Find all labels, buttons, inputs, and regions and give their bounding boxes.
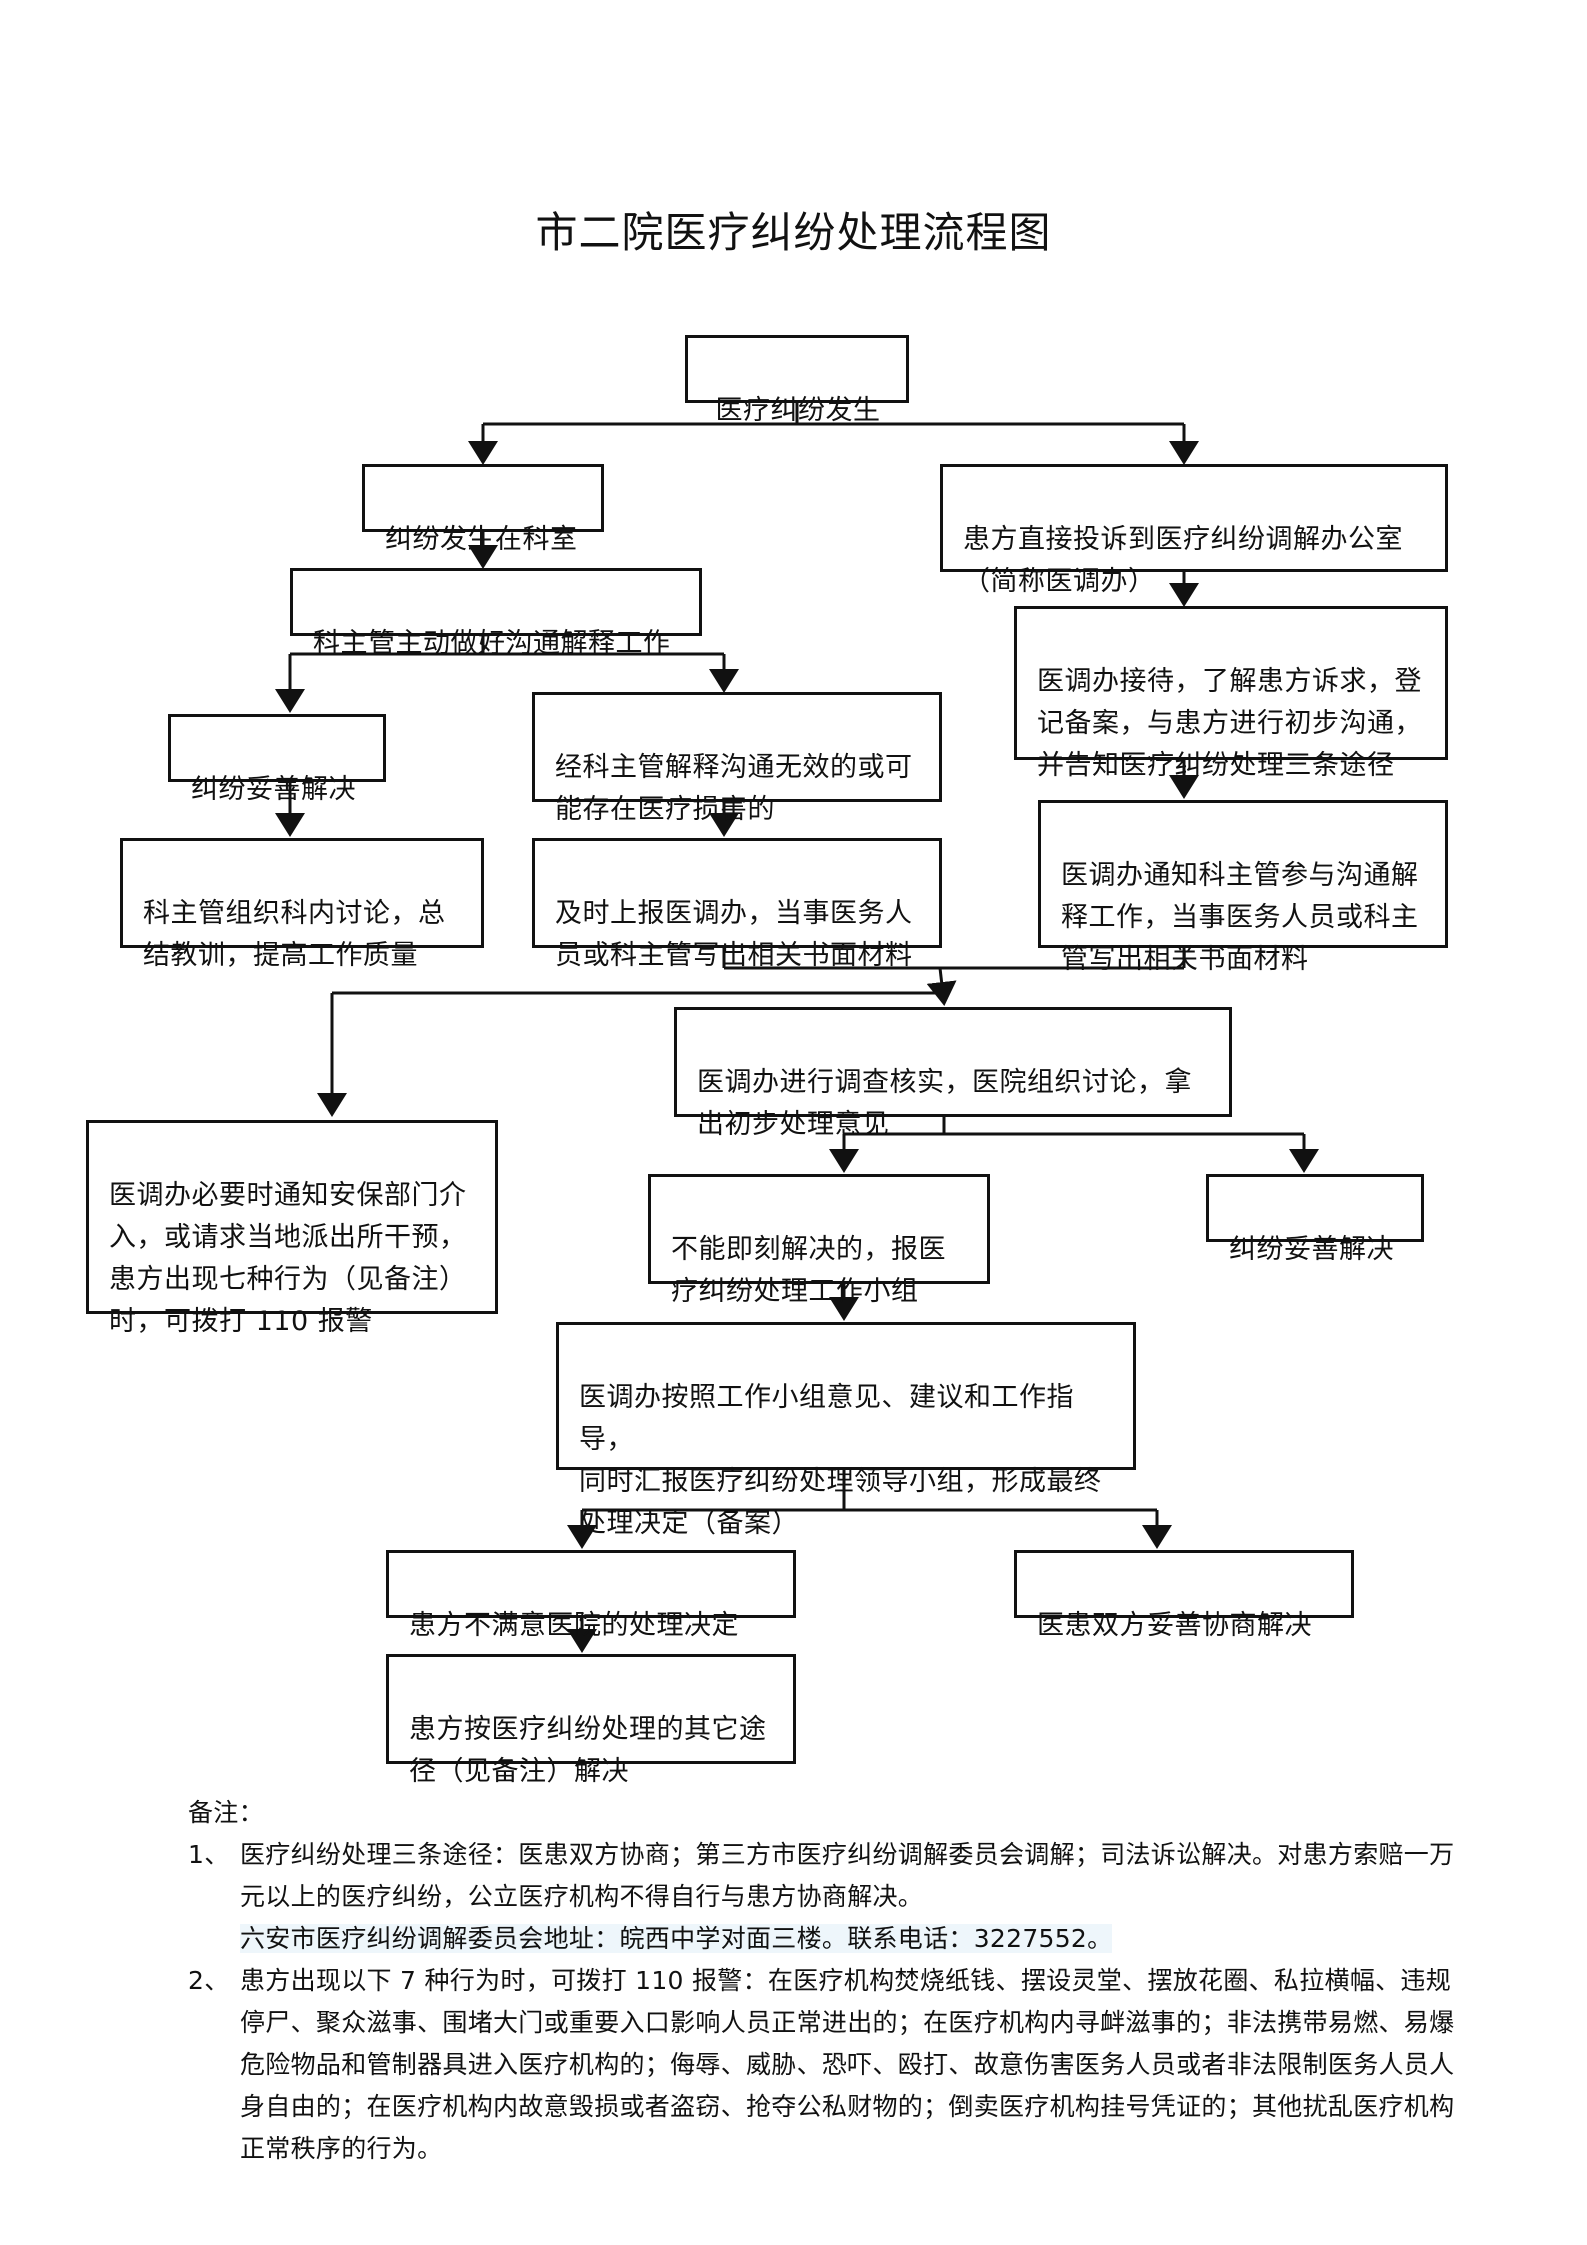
node-resolved-a-label: 纠纷妥善解决 <box>191 774 356 805</box>
node-final-decision: 医调办按照工作小组意见、建议和工作指导， 同时汇报医疗纠纷处理领导小组，形成最终… <box>556 1322 1136 1539</box>
node-resolved-a: 纠纷妥善解决 <box>168 714 386 805</box>
node-report-office: 及时上报医调办，当事医务人 员或科主管写出相关书面材料 <box>532 838 942 971</box>
node-office-notify-label: 医调办通知科主管参与沟通解 释工作，当事医务人员或科主 管写出相关书面材料 <box>1061 860 1419 975</box>
node-report-office-label: 及时上报医调办，当事医务人 员或科主管写出相关书面材料 <box>555 898 913 971</box>
node-report-group-label: 不能即刻解决的，报医 疗纠纷处理工作小组 <box>671 1234 946 1307</box>
note-text: 患方出现以下 7 种行为时，可拨打 110 报警：在医疗机构焚烧纸钱、摆设灵堂、… <box>240 1966 1455 2163</box>
node-start: 医疗纠纷发生 <box>685 335 909 426</box>
node-direct-complaint-label: 患方直接投诉到医疗纠纷调解办公室 （简称医调办） <box>963 524 1403 597</box>
node-office-reception-label: 医调办接待，了解患方诉求，登 记备案，与患方进行初步沟通， 并告知医疗纠纷处理三… <box>1037 666 1422 781</box>
notes-heading: 备注： <box>188 1798 264 1827</box>
node-investigate-label: 医调办进行调查核实，医院组织讨论，拿 出初步处理意见 <box>697 1067 1192 1140</box>
node-security: 医调办必要时通知安保部门介 入，或请求当地派出所干预， 患方出现七种行为（见备注… <box>86 1120 498 1337</box>
node-dept-communicate-label: 科主管主动做好沟通解释工作 <box>313 628 671 659</box>
node-final-decision-label: 医调办按照工作小组意见、建议和工作指导， 同时汇报医疗纠纷处理领导小组，形成最终… <box>579 1382 1102 1539</box>
node-direct-complaint: 患方直接投诉到医疗纠纷调解办公室 （简称医调办） <box>940 464 1448 597</box>
node-other-ways-label: 患方按医疗纠纷处理的其它途 径（见备注）解决 <box>409 1714 767 1787</box>
notes-section: 备注： 1、 医疗纠纷处理三条途径：医患双方协商；第三方市医疗纠纷调解委员会调解… <box>188 1792 1468 2170</box>
node-dept-communicate: 科主管主动做好沟通解释工作 <box>290 568 702 659</box>
note-text: 医疗纠纷处理三条途径：医患双方协商；第三方市医疗纠纷调解委员会调解；司法诉讼解决… <box>240 1840 1455 1911</box>
node-dept-discussion-label: 科主管组织科内讨论，总 结教训，提高工作质量 <box>143 898 446 971</box>
note-number: 2、 <box>188 1966 230 1995</box>
node-dissatisfied-label: 患方不满意医院的处理决定 <box>409 1610 739 1641</box>
node-negotiate-label: 医患双方妥善协商解决 <box>1037 1610 1312 1641</box>
node-other-ways: 患方按医疗纠纷处理的其它途 径（见备注）解决 <box>386 1654 796 1787</box>
note-contact: 六安市医疗纠纷调解委员会地址：皖西中学对面三楼。联系电话：3227552。 <box>240 1924 1113 1953</box>
node-dept-occur: 纠纷发生在科室 <box>362 464 604 555</box>
node-office-reception: 医调办接待，了解患方诉求，登 记备案，与患方进行初步沟通， 并告知医疗纠纷处理三… <box>1014 606 1448 781</box>
note-item: 2、 患方出现以下 7 种行为时，可拨打 110 报警：在医疗机构焚烧纸钱、摆设… <box>188 1960 1468 2170</box>
node-security-label: 医调办必要时通知安保部门介 入，或请求当地派出所干预， 患方出现七种行为（见备注… <box>109 1180 467 1337</box>
node-dissatisfied: 患方不满意医院的处理决定 <box>386 1550 796 1641</box>
note-item: 1、 医疗纠纷处理三条途径：医患双方协商；第三方市医疗纠纷调解委员会调解；司法诉… <box>188 1834 1468 1960</box>
node-negotiate: 医患双方妥善协商解决 <box>1014 1550 1354 1641</box>
node-start-label: 医疗纠纷发生 <box>715 395 881 426</box>
node-office-notify: 医调办通知科主管参与沟通解 释工作，当事医务人员或科主 管写出相关书面材料 <box>1038 800 1448 975</box>
node-report-group: 不能即刻解决的，报医 疗纠纷处理工作小组 <box>648 1174 990 1307</box>
node-dept-occur-label: 纠纷发生在科室 <box>385 524 578 555</box>
node-resolved-b: 纠纷妥善解决 <box>1206 1174 1424 1265</box>
node-investigate: 医调办进行调查核实，医院组织讨论，拿 出初步处理意见 <box>674 1007 1232 1140</box>
node-invalid-communication: 经科主管解释沟通无效的或可 能存在医疗损害的 <box>532 692 942 825</box>
page-title: 市二院医疗纠纷处理流程图 <box>535 208 1052 257</box>
node-invalid-communication-label: 经科主管解释沟通无效的或可 能存在医疗损害的 <box>555 752 913 825</box>
note-number: 1、 <box>188 1840 230 1869</box>
node-resolved-b-label: 纠纷妥善解决 <box>1229 1234 1394 1265</box>
node-dept-discussion: 科主管组织科内讨论，总 结教训，提高工作质量 <box>120 838 484 971</box>
